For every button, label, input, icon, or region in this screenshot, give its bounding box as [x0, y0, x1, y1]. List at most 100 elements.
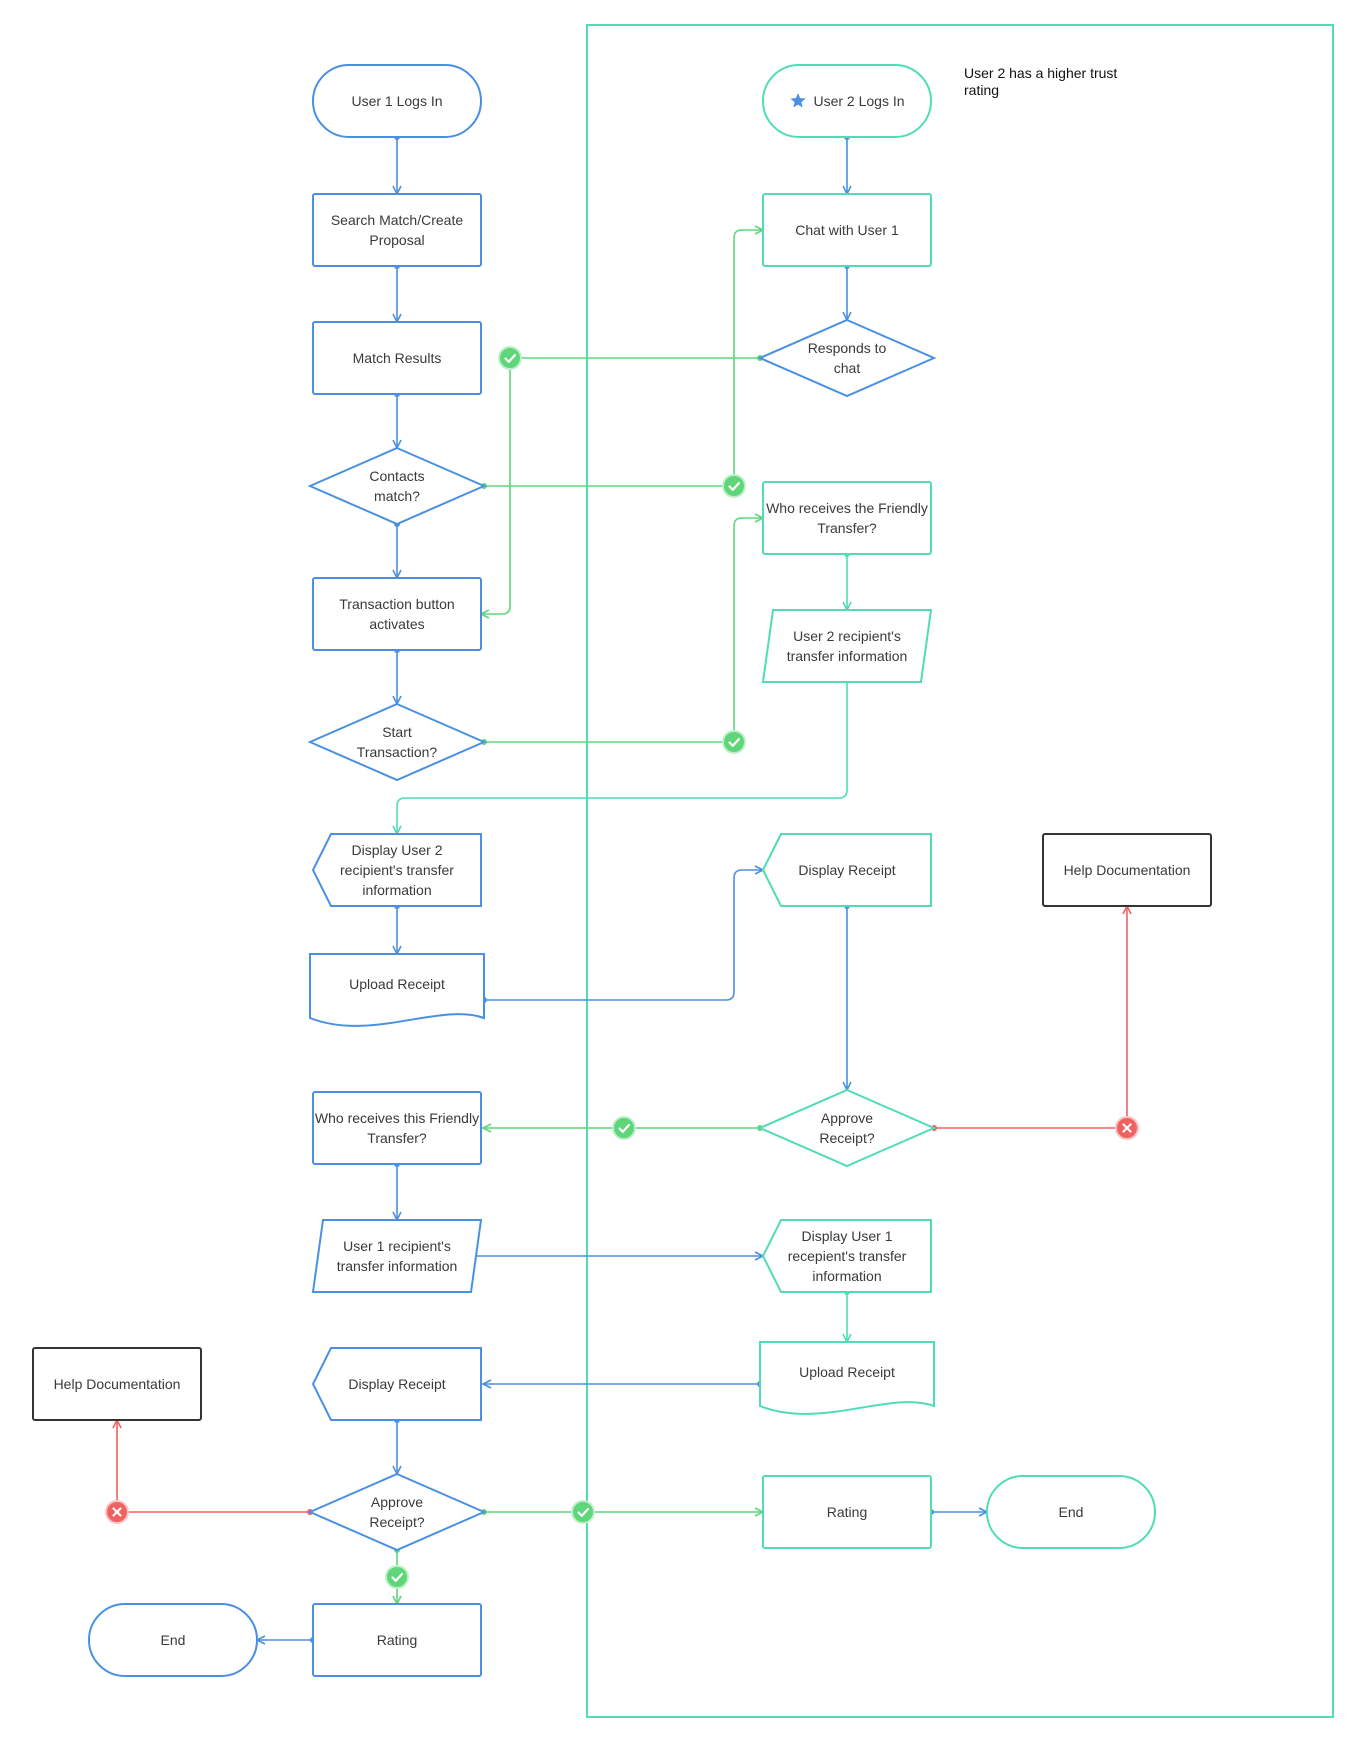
node-label: transfer information: [337, 1258, 458, 1274]
decision-shape: [307, 446, 487, 526]
check-circle-icon: [498, 346, 522, 370]
node-u1-login[interactable]: User 1 Logs In: [312, 64, 482, 138]
edge-recipient-u2info: [470, 1253, 763, 1259]
node-label: Transfer?: [817, 520, 877, 536]
edge-upload-u1receipt: [483, 1381, 763, 1387]
edge-displayinfo-upload: [394, 903, 400, 954]
check-circle-icon: [612, 1116, 636, 1140]
node-label: information: [812, 1268, 881, 1284]
node-label: Display Receipt: [798, 862, 895, 878]
edge-approve-yes-u2rating: [481, 1509, 763, 1515]
trust-note: User 2 has a higher trust rating: [964, 65, 1121, 98]
display-shape: [761, 1219, 932, 1293]
node-label: Receipt?: [369, 1514, 424, 1530]
check-circle-icon: [722, 474, 746, 498]
node-label: Approve: [821, 1110, 873, 1126]
node-label: End: [161, 1632, 186, 1648]
node-u2-display-receipt[interactable]: Display Receipt: [761, 833, 932, 907]
edge-who-recipient2: [844, 551, 850, 610]
edge-upload-u2receipt: [481, 870, 763, 1003]
node-u2-login[interactable]: User 2 Logs In: [762, 64, 932, 138]
decision-shape: [307, 1472, 487, 1552]
node-u1-match[interactable]: Match Results: [312, 321, 482, 395]
edge-start-displayinfo: [397, 682, 848, 834]
node-label: Who receives this Friendly: [315, 1110, 479, 1126]
node-label: Proposal: [369, 232, 424, 248]
edge-u1receipt-approve: [394, 1417, 400, 1474]
process-shape: [312, 1603, 482, 1677]
node-u2-chat[interactable]: Chat with User 1: [762, 193, 932, 267]
display-shape: [311, 833, 482, 907]
connector-line: [484, 518, 763, 743]
node-label: Help Documentation: [1064, 862, 1191, 878]
node-label: Search Match/Create: [331, 212, 463, 228]
node-u2-end[interactable]: End: [986, 1475, 1156, 1549]
node-label: Responds to: [808, 340, 887, 356]
display-shape: [311, 1347, 482, 1421]
decision-shape: [757, 318, 937, 398]
decision-shape: [757, 1088, 937, 1168]
process-shape: [312, 321, 482, 395]
node-label: User 2 Logs In: [813, 93, 904, 109]
node-help-left[interactable]: Help Documentation: [32, 1347, 202, 1421]
node-u2-recipient[interactable]: User 2 recipient's transfer information: [761, 609, 933, 683]
edge-u2login-chat: [844, 134, 850, 194]
edge-approve-no-help: [931, 906, 1127, 1131]
node-help-right[interactable]: Help Documentation: [1042, 833, 1212, 907]
node-label: Approve: [371, 1494, 423, 1510]
edge-u2rating-end: [928, 1509, 987, 1515]
edge-approve-no-helpleft: [117, 1420, 313, 1515]
edge-contacts-txbtn: [394, 521, 400, 578]
node-label: transfer information: [787, 648, 908, 664]
edge-contacts-yes-chat: [481, 230, 763, 489]
node-label: recipient's transfer: [340, 862, 454, 878]
edge-search-match: [394, 263, 400, 322]
node-u1-display-receipt[interactable]: Display Receipt: [311, 1347, 482, 1421]
node-u1-upload[interactable]: Upload Receipt: [309, 953, 485, 1027]
connector-line: [397, 682, 848, 834]
node-label: Chat with User 1: [795, 222, 899, 238]
node-label: Help Documentation: [54, 1376, 181, 1392]
node-u1-end[interactable]: End: [88, 1603, 258, 1677]
node-u2-rating[interactable]: Rating: [762, 1475, 932, 1549]
edges: [117, 134, 1127, 1643]
node-label: Transfer?: [367, 1130, 427, 1146]
node-label: Display User 2: [351, 842, 442, 858]
star-icon: [790, 93, 806, 108]
process-shape: [312, 193, 482, 267]
process-shape: [762, 1475, 932, 1549]
node-label: Match Results: [353, 350, 442, 366]
edge-u2receipt-approve: [844, 903, 850, 1090]
connector-line: [934, 906, 1127, 1129]
node-u2-upload[interactable]: Upload Receipt: [759, 1341, 935, 1415]
terminal-shape: [762, 64, 932, 138]
check-circle-icon: [722, 730, 746, 754]
process-shape: [32, 1347, 202, 1421]
terminal-shape: [88, 1603, 258, 1677]
node-label: match?: [374, 488, 420, 504]
edge-match-contacts: [394, 391, 400, 448]
node-label: recepient's transfer: [788, 1248, 907, 1264]
decision-shape: [307, 702, 487, 782]
edge-login-search: [394, 134, 400, 194]
node-label: User 1 Logs In: [351, 93, 442, 109]
node-u1-rating[interactable]: Rating: [312, 1603, 482, 1677]
node-label: User 2 recipient's: [793, 628, 901, 644]
user2-lane: [586, 24, 1334, 1718]
node-label: Transaction?: [357, 744, 438, 760]
nodes: User 1 Logs In Search Match/CreateProposa…: [32, 64, 1212, 1677]
node-label: Start: [382, 724, 412, 740]
